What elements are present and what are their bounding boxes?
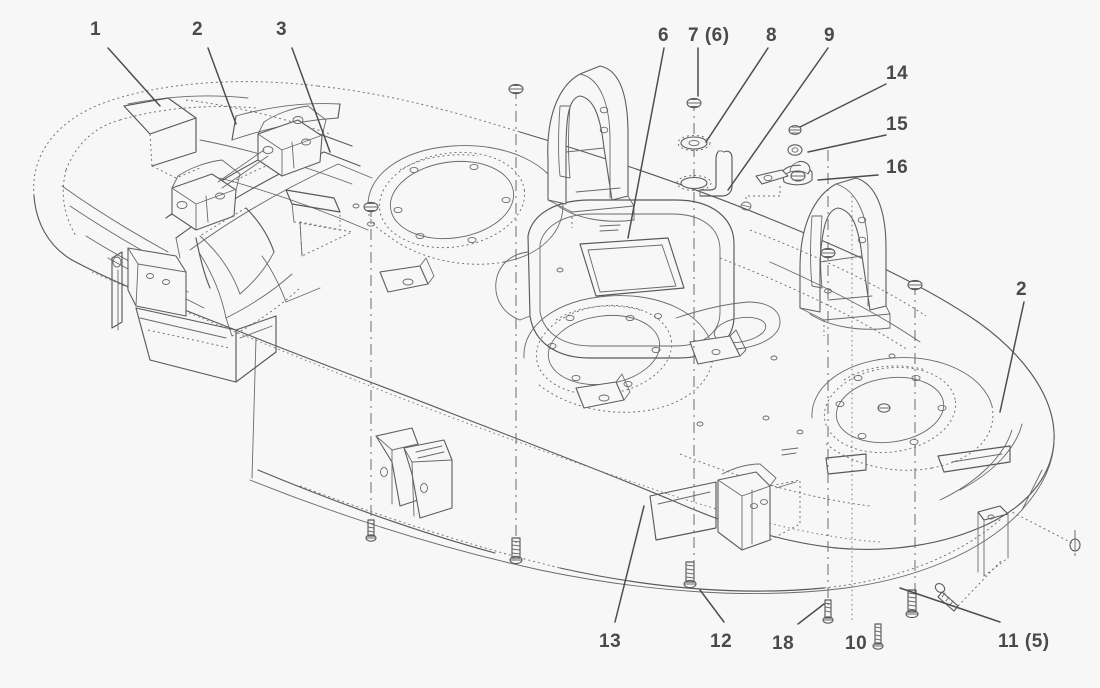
fastener-washer-15 xyxy=(787,144,803,156)
fastener-bolt-top-694 xyxy=(686,97,702,109)
screw-left-hanger xyxy=(365,519,377,542)
fastener-bolt-top-371 xyxy=(352,201,379,227)
callout-label-8: 8 xyxy=(766,25,778,46)
callout-label-1: 1 xyxy=(90,19,102,40)
screw-part10 xyxy=(872,623,884,650)
deck-front-bracket-center xyxy=(649,463,801,551)
fastener-washer-694-lower xyxy=(676,175,712,191)
upright-bracket-center xyxy=(547,65,635,228)
fastener-nut-14 xyxy=(788,124,802,136)
callout-label-2: 2 xyxy=(192,19,204,40)
callout-label-16: 16 xyxy=(886,157,909,178)
screw-828-part18 xyxy=(822,599,834,624)
spindle-opening-middle xyxy=(523,295,714,413)
deck-front-tab-right xyxy=(977,505,1009,577)
deck-lower-skirt xyxy=(91,271,1055,595)
callout-label-3: 3 xyxy=(276,19,288,40)
deck-left-flaps xyxy=(199,189,354,303)
cable-clamp-bracket-16 xyxy=(740,160,813,211)
callout-label-7: 7 (6) xyxy=(688,25,730,46)
fastener-bolt-828 xyxy=(820,247,836,294)
part-l-rod xyxy=(699,150,733,197)
upright-bracket-right xyxy=(799,177,891,336)
screw-center-516 xyxy=(509,537,523,565)
fastener-bolt-top-516 xyxy=(508,83,524,95)
deck-main-outline xyxy=(33,81,1055,550)
callout-label-2-right: 2 xyxy=(1016,279,1028,300)
bracket-assembly-left-front xyxy=(171,159,241,231)
screw-angled-part11 xyxy=(934,559,1003,612)
fastener-washer-694 xyxy=(677,135,711,151)
spindle-opening-left xyxy=(367,145,564,293)
callout-label-15: 15 xyxy=(886,114,909,135)
deck-front-hanger-left xyxy=(375,427,453,519)
deck-right-creases xyxy=(679,229,1023,507)
deck-plate-details xyxy=(675,301,1011,475)
callout-label-9: 9 xyxy=(824,25,836,46)
screw-915-part11 xyxy=(905,589,919,619)
fastener-bolt-915 xyxy=(907,279,923,291)
screw-694-part12 xyxy=(683,561,697,589)
deck-left-hanger xyxy=(111,247,277,383)
callout-label-10: 10 xyxy=(845,633,868,654)
callout-label-6: 6 xyxy=(658,25,670,46)
callout-label-18: 18 xyxy=(772,633,795,654)
callout-label-13: 13 xyxy=(599,631,622,652)
callout-leader-lines xyxy=(107,47,1025,625)
callout-label-14: 14 xyxy=(886,63,909,84)
callout-label-12: 12 xyxy=(710,631,733,652)
callout-label-11: 11 (5) xyxy=(998,631,1050,652)
bracket-linkage-arm xyxy=(217,149,269,189)
bracket-assembly-left-rear xyxy=(257,105,327,177)
fastener-bolt-far-right xyxy=(1011,511,1081,552)
spindle-opening-right xyxy=(811,357,994,471)
deck-center-platform xyxy=(495,199,735,359)
